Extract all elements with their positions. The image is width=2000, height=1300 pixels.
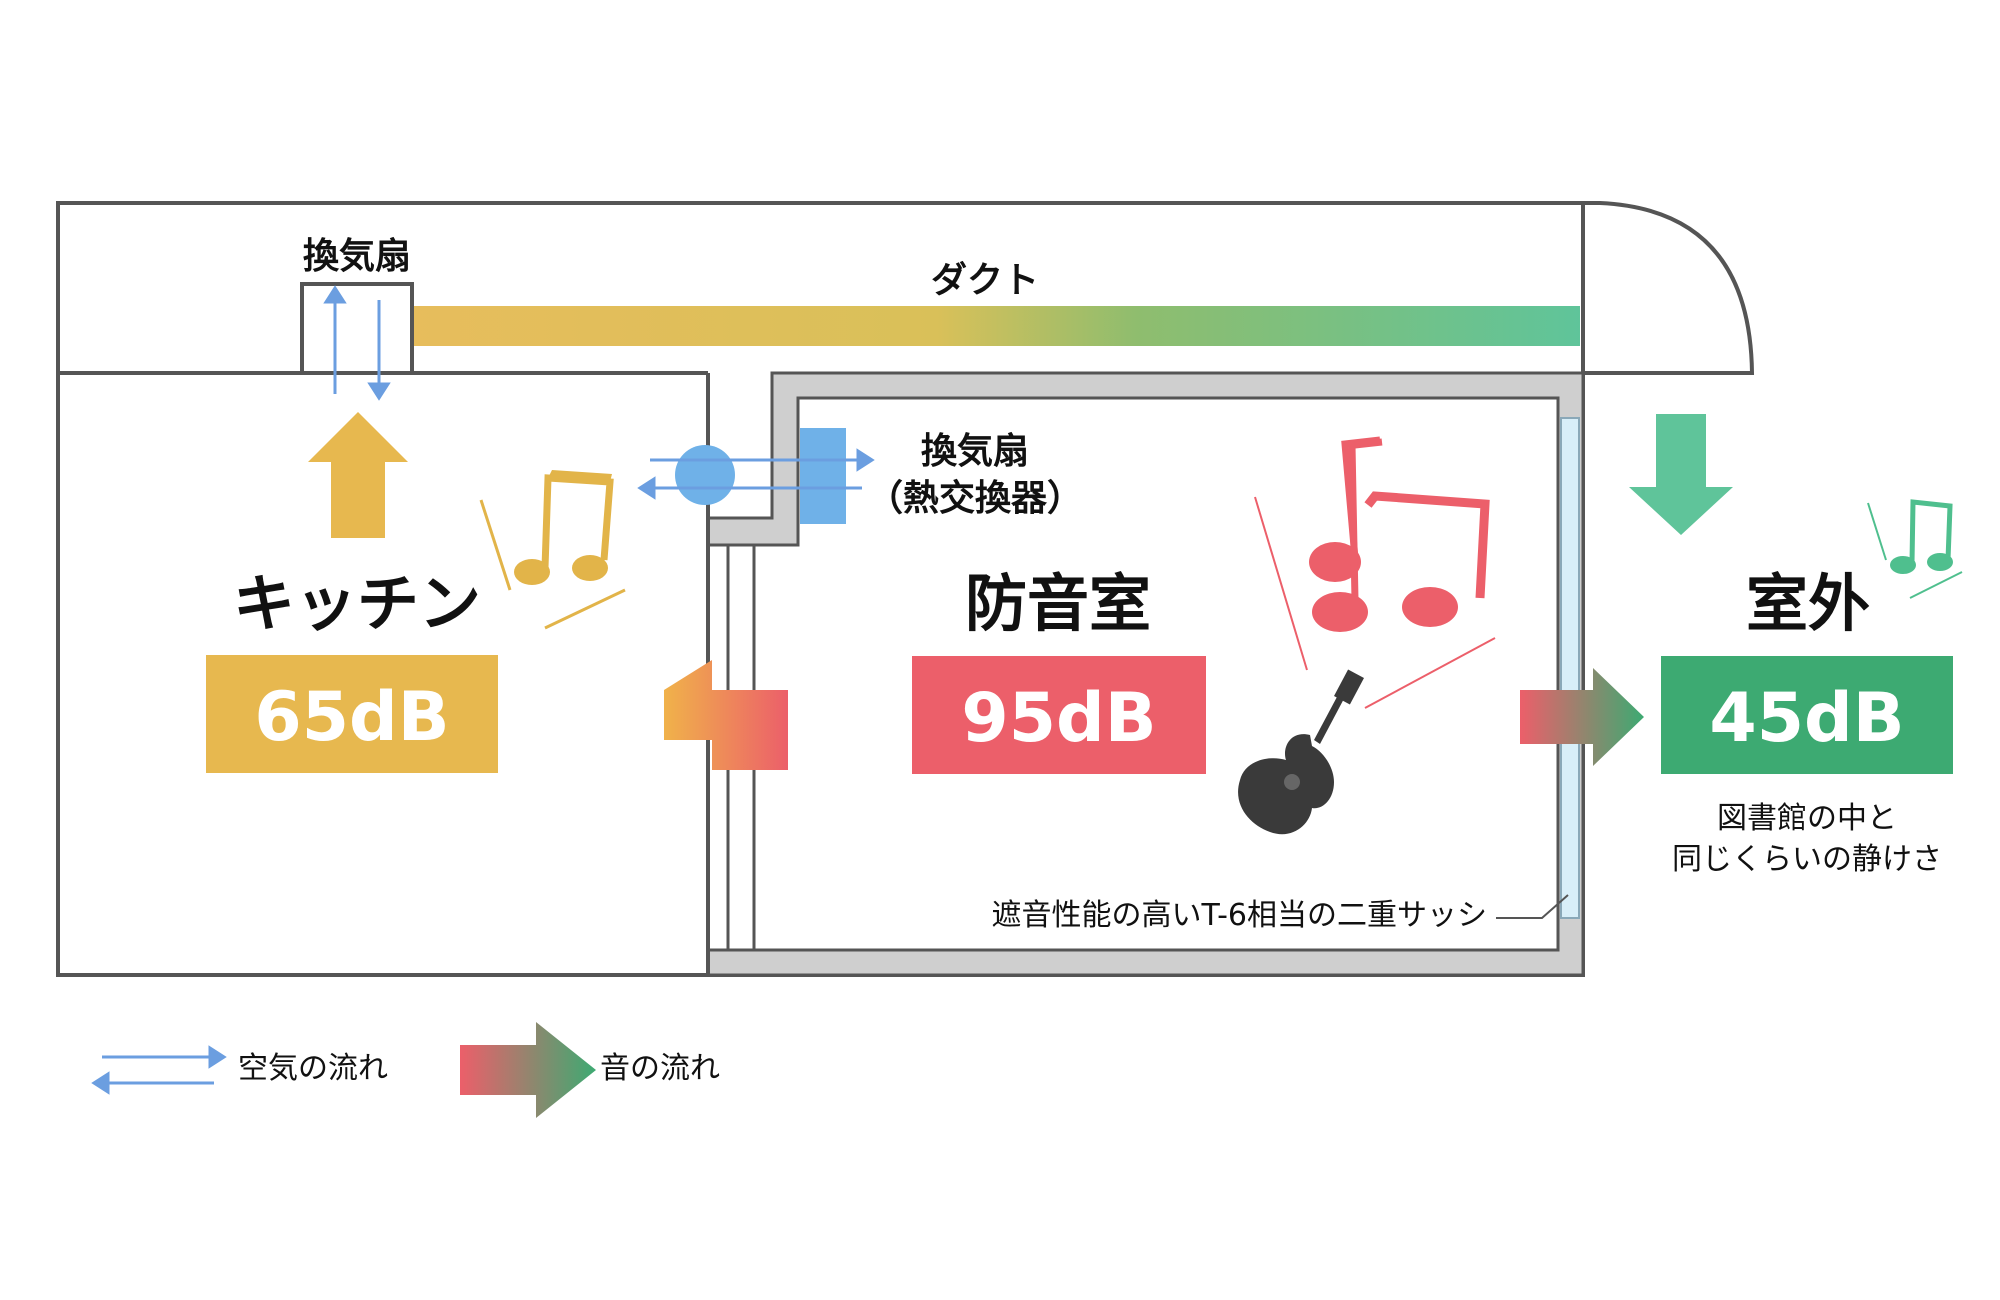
- kitchen-air-up-arrow: [308, 412, 408, 538]
- fan-right-label: 換気扇: [921, 431, 1029, 472]
- soundproof-level: 95dB: [961, 679, 1156, 758]
- legend-air-label: 空気の流れ: [238, 1051, 388, 1086]
- guitar-icon: [1238, 669, 1364, 835]
- legend-sound: 音の流れ: [460, 1022, 720, 1118]
- air-flow-arrows-top: [323, 285, 391, 401]
- kitchen-name: キッチン: [233, 567, 481, 640]
- outside-note-line1: 図書館の中と: [1717, 801, 1897, 836]
- outside-note-line2: 同じくらいの静けさ: [1672, 842, 1942, 877]
- duct-label: ダクト: [931, 260, 1039, 301]
- double-sash-window: [1560, 417, 1580, 919]
- sound-arrow-to-kitchen: [664, 660, 788, 770]
- outside-level: 45dB: [1709, 679, 1904, 758]
- outside-name: 室外: [1746, 567, 1870, 640]
- fan-heat-exchanger: [637, 428, 875, 524]
- kitchen-level: 65dB: [254, 678, 449, 757]
- duct: [412, 306, 1580, 346]
- legend-sound-label: 音の流れ: [600, 1051, 720, 1086]
- outside-air-down-arrow: [1629, 414, 1733, 535]
- fan-right-sublabel: （熱交換器）: [867, 477, 1083, 519]
- soundproof-level-box: [912, 656, 1206, 774]
- music-notes-icon: [479, 470, 626, 630]
- fan-top-label: 換気扇: [303, 236, 411, 277]
- music-notes-icon: [1254, 436, 1496, 709]
- sound-arrow-to-outside: [1520, 668, 1644, 766]
- soundproof-name: 防音室: [965, 567, 1151, 640]
- legend-air: 空気の流れ: [91, 1045, 388, 1095]
- outside-level-box: [1661, 656, 1953, 774]
- fan-top: [300, 282, 414, 401]
- music-notes-icon: [1867, 499, 1963, 599]
- kitchen-level-box: [206, 655, 498, 773]
- sash-leader-line: [1496, 894, 1569, 919]
- sash-label: 遮音性能の高いT-6相当の二重サッシ: [992, 898, 1487, 933]
